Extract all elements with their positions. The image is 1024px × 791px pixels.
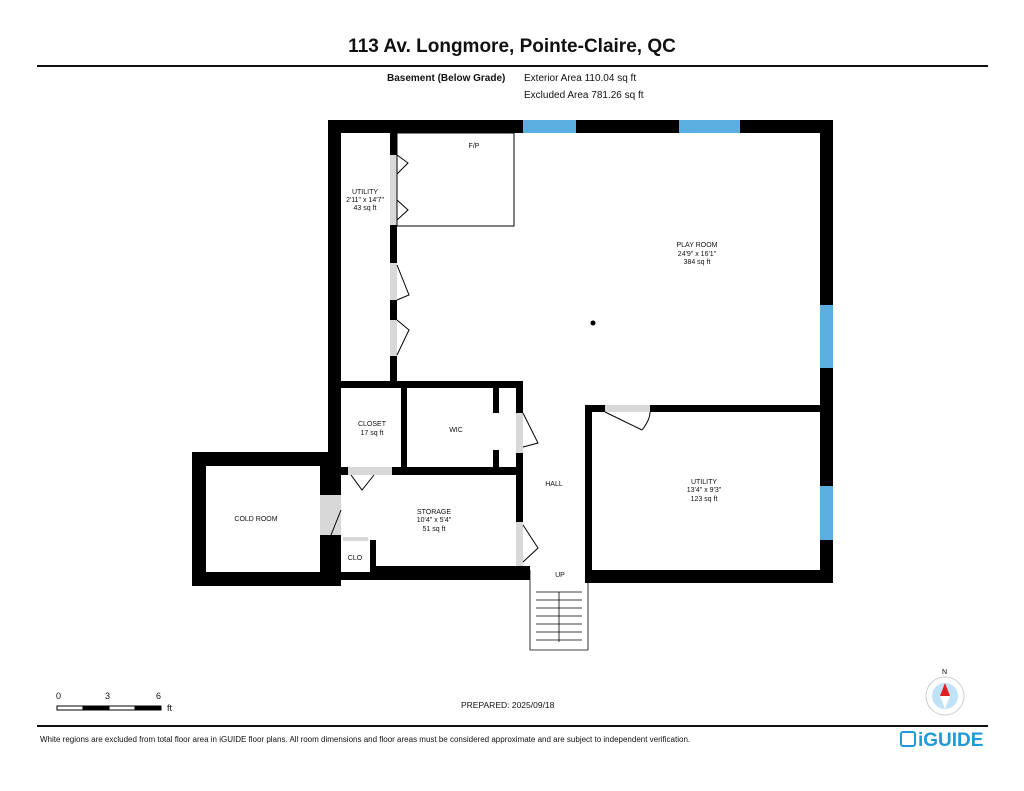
room-dims: 24'9" x 16'1" bbox=[678, 251, 717, 258]
room-name: UTILITY bbox=[352, 189, 378, 196]
room-area: 51 sq ft bbox=[423, 526, 446, 533]
room-name: UP bbox=[555, 572, 565, 579]
excluded-area: Excluded Area 781.26 sq ft bbox=[524, 90, 644, 101]
door[interactable] bbox=[605, 405, 650, 412]
door[interactable] bbox=[390, 155, 397, 225]
iguide-logo: iGUIDE bbox=[900, 730, 983, 752]
exterior-area: Exterior Area 110.04 sq ft bbox=[524, 73, 637, 84]
scale-bar bbox=[56, 705, 162, 711]
room-dims: 10'4" x 5'4" bbox=[417, 517, 452, 524]
door[interactable] bbox=[348, 467, 392, 475]
prepared-date: PREPARED: 2025/09/18 bbox=[461, 700, 555, 710]
room-area: 123 sq ft bbox=[691, 496, 718, 503]
room-dims: 2'11" x 14'7" bbox=[346, 197, 384, 204]
door-cold-room[interactable] bbox=[320, 495, 341, 535]
logo-text: iGUIDE bbox=[918, 730, 984, 751]
stairs bbox=[529, 570, 589, 651]
room-labels: UTILITY 2'11" x 14'7" 43 sq ft F/P PLAY … bbox=[234, 143, 721, 579]
camera-point bbox=[590, 320, 596, 326]
scale-tick: 6 bbox=[156, 691, 162, 701]
disclaimer: White regions are excluded from total fl… bbox=[40, 735, 691, 744]
door[interactable] bbox=[390, 263, 397, 300]
room-name: PLAY ROOM bbox=[677, 242, 718, 249]
logo-icon bbox=[900, 731, 916, 747]
room-name: HALL bbox=[545, 481, 563, 488]
windows bbox=[523, 120, 833, 540]
door[interactable] bbox=[390, 320, 397, 356]
door[interactable] bbox=[516, 522, 523, 566]
room-area: 384 sq ft bbox=[684, 259, 711, 266]
room-name: UTILITY bbox=[691, 479, 717, 486]
page-title: 113 Av. Longmore, Pointe-Claire, QC bbox=[348, 36, 676, 57]
scale-tick: 0 bbox=[56, 691, 62, 701]
room-area: 17 sq ft bbox=[361, 430, 384, 437]
room-name: STORAGE bbox=[417, 509, 451, 516]
room-name: WIC bbox=[449, 427, 463, 434]
compass-north: N bbox=[942, 669, 948, 676]
room-area: 43 sq ft bbox=[354, 205, 377, 212]
compass-icon bbox=[925, 676, 965, 716]
cold-room-floor bbox=[206, 466, 320, 572]
room-dims: 13'4" x 9'3" bbox=[687, 487, 722, 494]
room-name: COLD ROOM bbox=[234, 516, 277, 523]
floor-name: Basement (Below Grade) bbox=[387, 73, 506, 84]
doors bbox=[343, 155, 650, 566]
clo-floor bbox=[341, 540, 370, 572]
room-name: F/P bbox=[469, 143, 480, 150]
scale-tick: 3 bbox=[105, 691, 111, 701]
room-name: CLO bbox=[348, 555, 363, 562]
door-swings bbox=[330, 132, 651, 563]
door[interactable] bbox=[516, 413, 523, 453]
header-divider bbox=[37, 65, 988, 67]
room-name: CLOSET bbox=[358, 421, 387, 428]
scale-unit: ft bbox=[167, 703, 173, 713]
